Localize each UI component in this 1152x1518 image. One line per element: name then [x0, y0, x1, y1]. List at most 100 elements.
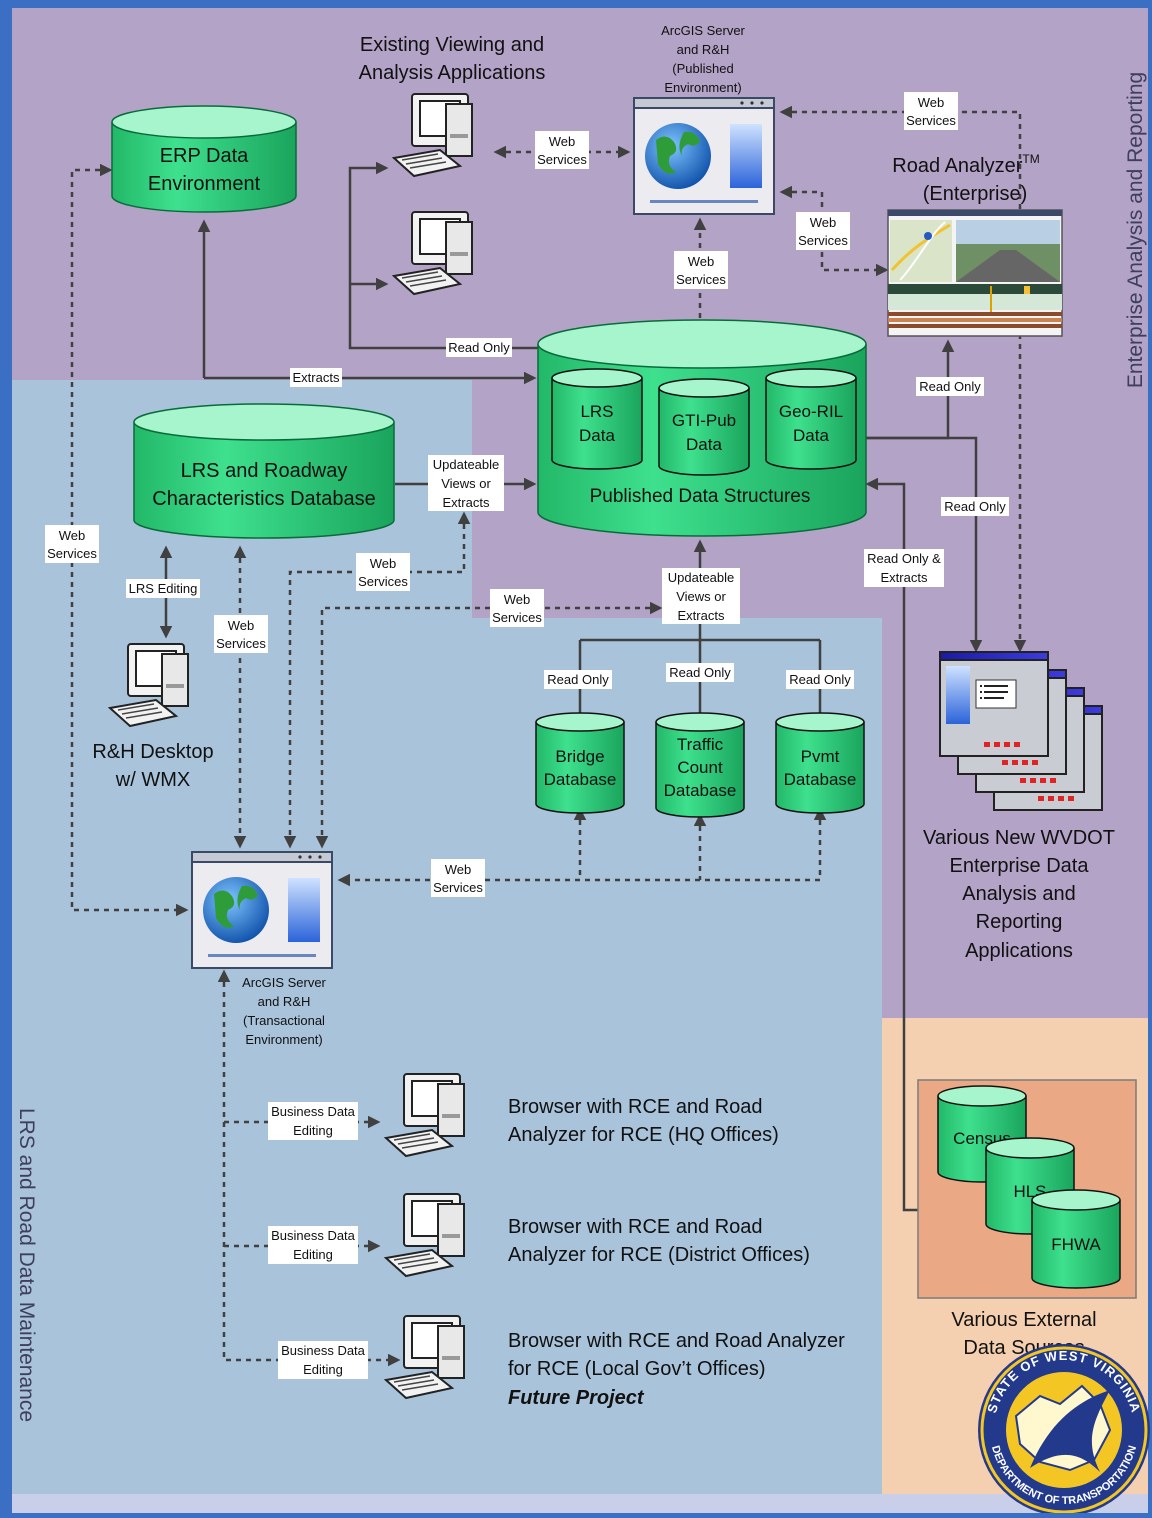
lrs-editing-text: LRS Editing — [129, 581, 198, 596]
traffic-label-3: Database — [664, 781, 737, 800]
browser-local-title-1: Browser with RCE and Road Analyzer — [508, 1330, 845, 1352]
erp-label-1: ERP Data — [160, 145, 249, 167]
label-web-services-lrs-db: Web Services — [214, 615, 268, 653]
lrs-data-label-1: LRS — [580, 402, 613, 421]
ws-text-2: Services — [906, 113, 956, 128]
ws-text-1: Web — [445, 862, 472, 877]
gti-pub-label-1: GTI-Pub — [672, 411, 736, 430]
traffic-label-1: Traffic — [677, 735, 724, 754]
ws-text-1: Web — [549, 134, 576, 149]
pvmt-label-2: Database — [784, 770, 857, 789]
label-lrs-editing: LRS Editing — [126, 579, 200, 598]
ro-text: Read Only — [448, 340, 510, 355]
roe-text-1: Read Only & — [867, 551, 941, 566]
road-analyzer-screenshot — [887, 209, 1063, 337]
label-web-services-updateable-2: Web Services — [490, 589, 544, 627]
rh-desktop-title-2: w/ WMX — [115, 769, 190, 791]
trademark-mark: TM — [1022, 152, 1039, 166]
fhwa-label: FHWA — [1051, 1235, 1101, 1254]
ws-text-1: Web — [504, 592, 531, 607]
road-analyzer-title-1: Road AnalyzerTM — [892, 152, 1039, 177]
uv-text-1: Updateable — [433, 457, 500, 472]
erp-label-2: Environment — [148, 173, 261, 195]
external-data-sources-box: Census HLS FHWA — [917, 1079, 1137, 1299]
ws-text-2: Services — [433, 880, 483, 895]
new-apps-title-2: Enterprise Data — [950, 855, 1090, 877]
arcgis-trans-title-3: (Transactional — [243, 1013, 325, 1028]
label-updateable-views-lrs: Updateable Views or Extracts — [428, 455, 504, 511]
ws-text-1: Web — [810, 215, 837, 230]
arcgis-published-window — [633, 97, 775, 215]
arcgis-pub-title-4: Environment) — [664, 80, 741, 95]
lrs-data-cylinder: LRS Data — [551, 368, 643, 470]
label-read-only-traffic: Read Only — [666, 663, 734, 682]
ws-text-2: Services — [358, 574, 408, 589]
bridge-label-1: Bridge — [555, 747, 604, 766]
uv-text-3: Extracts — [443, 495, 490, 510]
browser-hq-title-2: Analyzer for RCE (HQ Offices) — [508, 1124, 779, 1146]
browser-district-title-1: Browser with RCE and Road — [508, 1216, 763, 1238]
lrs-data-label-2: Data — [579, 426, 615, 445]
label-web-services-new-apps: Web Services — [904, 92, 958, 130]
ws-text-2: Services — [47, 546, 97, 561]
gti-pub-data-cylinder: GTI-Pub Data — [658, 378, 750, 476]
new-app-window-1 — [939, 651, 1049, 757]
ro-text: Read Only — [919, 379, 981, 394]
bde-text-1: Business Data — [281, 1343, 366, 1358]
label-business-editing-district: Business Data Editing — [268, 1226, 358, 1264]
new-apps-title-3: Analysis and — [962, 883, 1075, 905]
ws-text-1: Web — [370, 556, 397, 571]
bridge-database-cylinder: Bridge Database — [535, 712, 625, 814]
label-web-services-erp: Web Services — [45, 525, 99, 563]
external-title-1: Various External — [951, 1309, 1096, 1331]
label-updateable-views-dbs: Updateable Views or Extracts — [662, 568, 740, 624]
bridge-label-2: Database — [544, 770, 617, 789]
ro-text: Read Only — [669, 665, 731, 680]
label-extracts: Extracts — [290, 368, 342, 387]
label-business-editing-local: Business Data Editing — [278, 1341, 368, 1379]
ws-text-1: Web — [918, 95, 945, 110]
ws-text-1: Web — [228, 618, 255, 633]
lrs-db-label-2: Characteristics Database — [152, 488, 375, 510]
label-web-services-existing: Web Services — [535, 131, 589, 169]
uv-text-3: Extracts — [678, 608, 725, 623]
label-web-services-published: Web Services — [674, 251, 728, 289]
existing-apps-title-1: Existing Viewing and — [360, 34, 544, 56]
new-apps-title-1: Various New WVDOT — [923, 827, 1115, 849]
ws-text-2: Services — [537, 152, 587, 167]
ws-text-2: Services — [216, 636, 266, 651]
label-web-services-road-analyzer: Web Services — [796, 212, 850, 250]
published-label: Published Data Structures — [590, 486, 811, 507]
browser-district-title-2: Analyzer for RCE (District Offices) — [508, 1244, 810, 1266]
bde-text-1: Business Data — [271, 1104, 356, 1119]
fhwa-cylinder: FHWA — [1031, 1189, 1121, 1289]
lrs-db-label-1: LRS and Roadway — [181, 460, 348, 482]
published-data-structures-cylinder: Published Data Structures LRS Data GTI-P… — [537, 319, 867, 537]
bde-text-2: Editing — [293, 1247, 333, 1262]
traffic-count-database-cylinder: Traffic Count Database — [655, 712, 745, 818]
wvdot-seal-logo: STATE OF WEST VIRGINIA DEPARTMENT OF TRA… — [978, 1344, 1150, 1516]
connector-labels: Web Services Web Services Web Services W… — [45, 92, 1009, 1379]
future-project-label: Future Project — [508, 1387, 645, 1409]
pvmt-database-cylinder: Pvmt Database — [775, 712, 865, 814]
label-read-only-existing: Read Only — [446, 338, 512, 357]
bde-text-2: Editing — [303, 1362, 343, 1377]
label-business-editing-hq: Business Data Editing — [268, 1102, 358, 1140]
arcgis-pub-title-3: (Published — [672, 61, 733, 76]
lrs-roadway-database-cylinder: LRS and Roadway Characteristics Database — [133, 403, 395, 539]
arcgis-pub-title-2: and R&H — [677, 42, 730, 57]
uv-text-1: Updateable — [668, 570, 735, 585]
label-read-only-bridge: Read Only — [544, 670, 612, 689]
uv-text-2: Views or — [676, 589, 726, 604]
uv-text-2: Views or — [441, 476, 491, 491]
ro-text: Read Only — [547, 672, 609, 687]
existing-apps-title-2: Analysis Applications — [359, 62, 546, 84]
ws-text-1: Web — [59, 528, 86, 543]
label-read-only-road-analyzer: Read Only — [916, 377, 984, 396]
arcgis-pub-title-1: ArcGIS Server — [661, 23, 745, 38]
ws-text-1: Web — [688, 254, 715, 269]
enterprise-region-label: Enterprise Analysis and Reporting — [1124, 72, 1147, 388]
browser-hq-title-1: Browser with RCE and Road — [508, 1096, 763, 1118]
bde-text-2: Editing — [293, 1123, 333, 1138]
